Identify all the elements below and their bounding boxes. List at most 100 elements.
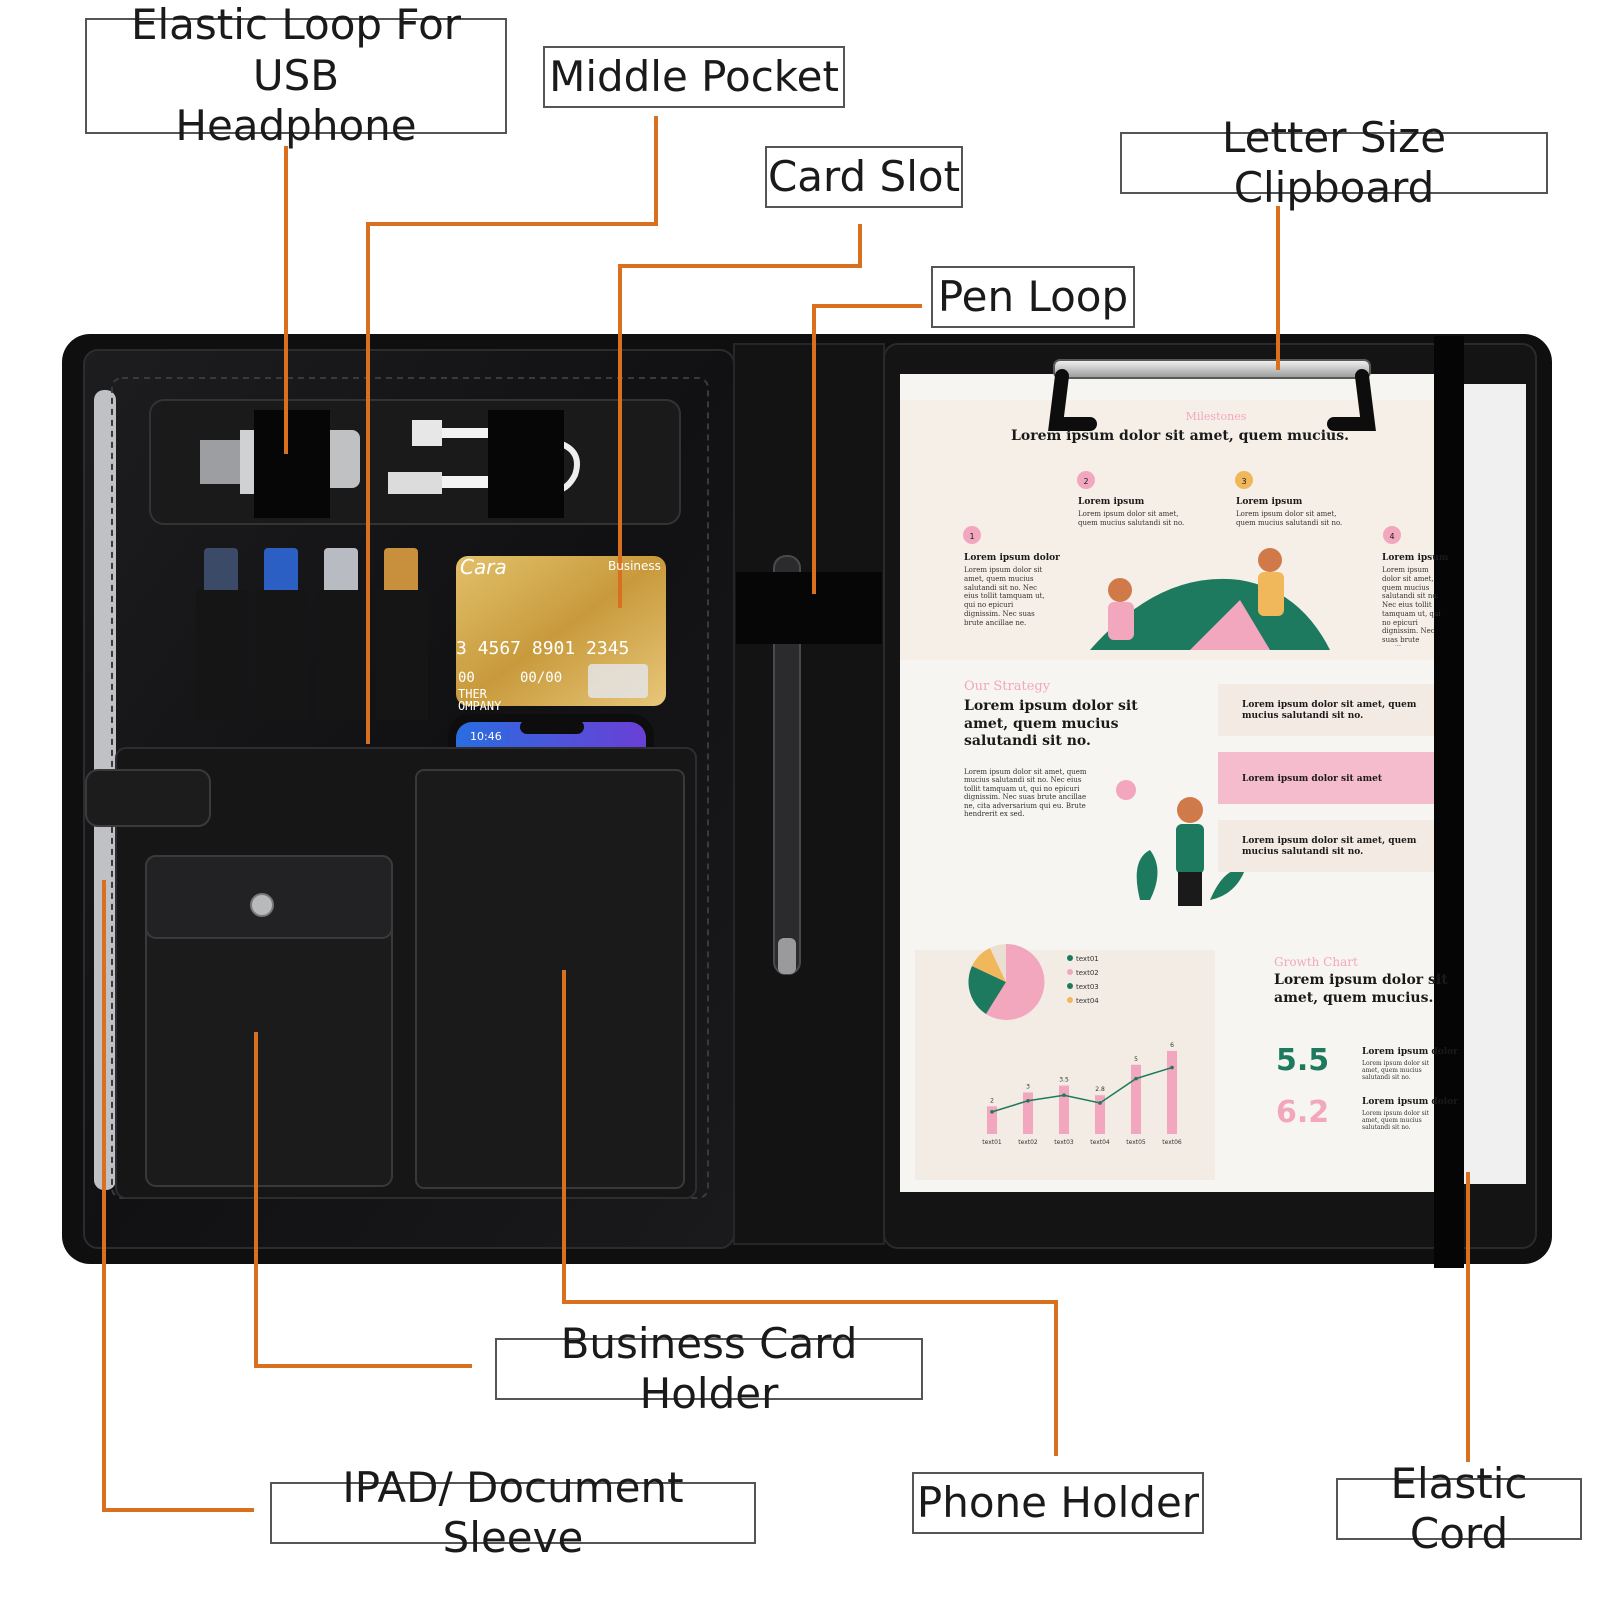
- pie-legend-4: text04: [1076, 997, 1099, 1005]
- growth-bar-chart: 2text013text023.5text032.8text045text056…: [982, 1042, 1182, 1146]
- bar-data-label: 2: [990, 1097, 994, 1104]
- stat-2-body: Lorem ipsum dolor sit amet, quem mucius …: [1362, 1110, 1430, 1132]
- portfolio-spine: [733, 343, 885, 1245]
- step-2-num: 2: [1083, 477, 1088, 486]
- bar-category-label: text04: [1090, 1139, 1110, 1146]
- callout-pen-loop-text: Pen Loop: [937, 271, 1129, 321]
- callout-card-slot: Card Slot: [765, 146, 963, 208]
- trend-point: [1170, 1065, 1174, 1070]
- callout-letter-clipboard-text: Letter Size Clipboard: [1221, 112, 1447, 212]
- callout-card-slot-text: Card Slot: [767, 151, 961, 201]
- step-4-num: 4: [1389, 532, 1394, 541]
- paper-tint-bottom: [915, 950, 1215, 1180]
- bar-text03: [1059, 1085, 1069, 1134]
- card-name-1: THER: [458, 687, 488, 701]
- callout-lines: [102, 116, 1470, 1512]
- trend-point: [1062, 1093, 1066, 1098]
- card-date-left: 00: [458, 670, 475, 686]
- strategy-heading: Our Strategy: [964, 679, 1051, 694]
- callout-elastic-loop: Elastic Loop For USB Headphone: [85, 0, 507, 150]
- pie-legend-3: text03: [1076, 983, 1099, 991]
- elastic-loop-left: [254, 410, 330, 518]
- callout-middle-pocket: Middle Pocket: [543, 46, 845, 108]
- card-date-right: 00/00: [520, 670, 562, 686]
- bar-data-label: 2.8: [1095, 1086, 1105, 1093]
- bar-text02: [1023, 1092, 1033, 1134]
- bar-data-label: 6: [1170, 1042, 1174, 1049]
- strategy-box-1: Lorem ipsum dolor sit amet, quem mucius …: [1242, 700, 1417, 722]
- person-illustration: [1108, 548, 1284, 906]
- bar-category-label: text05: [1126, 1139, 1146, 1146]
- card-tier: Business: [608, 559, 661, 573]
- stat-2-value: 6.2: [1276, 1095, 1329, 1130]
- pen-loop-band: [736, 572, 882, 644]
- bar-text05: [1131, 1064, 1141, 1134]
- callout-phone-holder-text: Phone Holder: [916, 1477, 1200, 1527]
- cable-icon: [388, 420, 580, 494]
- strategy-box-2: Lorem ipsum dolor sit amet: [1242, 774, 1383, 784]
- strategy-title: Lorem ipsum dolor sit amet, quem mucius …: [964, 698, 1138, 749]
- trend-point: [1134, 1076, 1138, 1081]
- step-4-title: Lorem ipsum: [1382, 553, 1449, 563]
- line-ipad-sleeve: [102, 880, 254, 1512]
- elastic-loop-right: [488, 410, 564, 518]
- pie-legend-1: text01: [1076, 955, 1099, 963]
- pink-triangle: [1190, 600, 1270, 650]
- card-brand: Cara: [460, 555, 507, 579]
- bar-data-label: 3: [1026, 1083, 1030, 1090]
- strategy-box-3: Lorem ipsum dolor sit amet, quem mucius …: [1242, 836, 1417, 858]
- bar-category-label: text03: [1054, 1139, 1074, 1146]
- step-3-title: Lorem ipsum: [1236, 497, 1303, 507]
- line-business-card-holder: [254, 1032, 472, 1368]
- elastic-cord: [1434, 336, 1464, 1268]
- callout-phone-holder: Phone Holder: [912, 1472, 1204, 1534]
- milestones-title: Lorem ipsum dolor sit amet, quem mucius.: [1011, 428, 1349, 444]
- phone-holder-pocket: [415, 769, 685, 1189]
- line-pen-loop: [812, 304, 922, 594]
- strategy-box-bg-3: [1218, 820, 1450, 872]
- callout-elastic-loop-line1: Elastic Loop For USB: [130, 0, 462, 100]
- trend-line: [991, 1066, 1173, 1113]
- callout-elastic-cord: Elastic Cord: [1336, 1459, 1582, 1558]
- callout-elastic-cord-text: Elastic Cord: [1390, 1458, 1528, 1558]
- step-2-body: Lorem ipsum dolor sit amet, quem mucius …: [1078, 510, 1185, 527]
- pen-tip: [778, 938, 796, 974]
- callout-pen-loop: Pen Loop: [931, 266, 1135, 328]
- stat-1-value: 5.5: [1276, 1043, 1329, 1078]
- clip-arm: [1048, 369, 1376, 431]
- closure-strap: [85, 769, 211, 827]
- bar-text06: [1167, 1050, 1177, 1134]
- card-slot-fronts: [196, 590, 428, 720]
- step-4-body: Lorem ipsum dolor sit amet, quem mucius …: [1382, 566, 1441, 646]
- callout-ipad-sleeve: IPAD/ Document Sleeve: [270, 1463, 756, 1562]
- bar-data-label: 3.5: [1059, 1077, 1069, 1084]
- step-1-title: Lorem ipsum dolor: [964, 553, 1060, 563]
- line-card-slot: [618, 224, 862, 608]
- balloon-illustration: [1116, 780, 1136, 800]
- callout-business-card-holder-text: Business Card Holder: [560, 1318, 858, 1418]
- plant-illustration: [1136, 850, 1245, 900]
- bar-data-label: 5: [1134, 1056, 1138, 1063]
- callout-middle-pocket-text: Middle Pocket: [549, 51, 839, 101]
- card-name-2: OMPANY: [458, 699, 502, 713]
- step-3-num: 3: [1241, 477, 1246, 486]
- bar-text01: [987, 1106, 997, 1134]
- callout-elastic-loop-line2: Headphone: [175, 101, 417, 151]
- phone-notch: [520, 720, 584, 734]
- callout-business-card-holder: Business Card Holder: [495, 1319, 923, 1418]
- callout-ipad-sleeve-text: IPAD/ Document Sleeve: [342, 1462, 684, 1562]
- snap-button-icon: [250, 893, 274, 917]
- strategy-body: Lorem ipsum dolor sit amet, quem mucius …: [964, 768, 1087, 818]
- stat-2-title: Lorem ipsum dolor: [1362, 1097, 1458, 1107]
- step-1-num: 1: [969, 532, 974, 541]
- stat-1-title: Lorem ipsum dolor: [1362, 1047, 1458, 1057]
- bar-category-label: text02: [1018, 1139, 1038, 1146]
- pie-legend-swatches: [1067, 955, 1073, 1003]
- strategy-box-bg-1: [1218, 684, 1450, 736]
- trend-point: [1026, 1098, 1030, 1103]
- bar-category-label: text06: [1162, 1139, 1182, 1146]
- growth-title: Lorem ipsum dolor sit amet, quem mucius.: [1274, 972, 1448, 1006]
- line-phone-holder: [562, 970, 1058, 1456]
